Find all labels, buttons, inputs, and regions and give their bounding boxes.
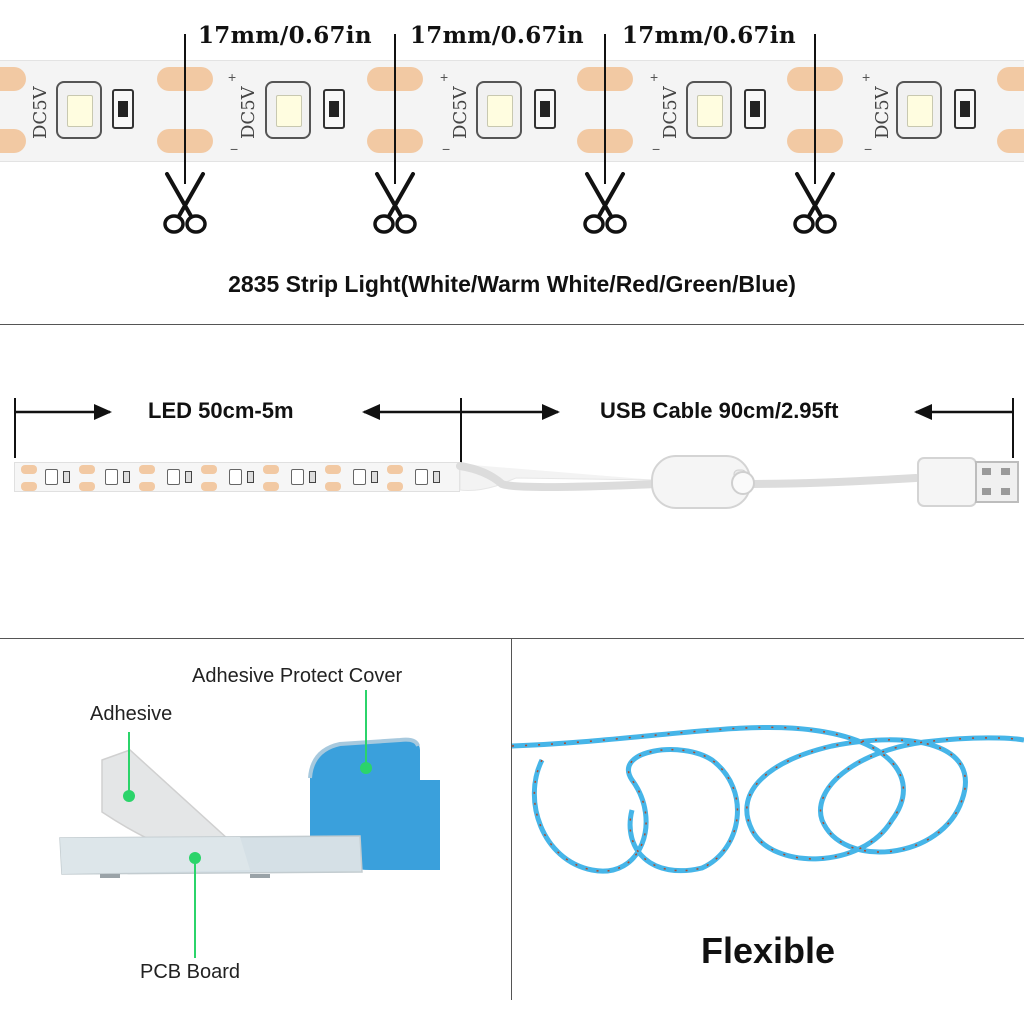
flexible-title: Flexible [700, 930, 836, 971]
scissors-icon [163, 172, 207, 234]
pointer-line [365, 690, 367, 766]
segment-length-label: 17mm/0.67in [622, 22, 796, 49]
voltage-label: DC5V [872, 86, 893, 139]
resistor [744, 89, 766, 129]
scissors-icon [373, 172, 417, 234]
cut-line [814, 34, 816, 184]
minus-sign: − [652, 141, 661, 157]
segment-length-label: 17mm/0.67in [198, 22, 372, 49]
cut-line [184, 34, 186, 184]
minus-sign: − [442, 141, 451, 157]
resistor [112, 89, 134, 129]
arrow-right-icon [462, 404, 560, 420]
led-chip [56, 81, 102, 139]
plus-sign: + [228, 69, 237, 85]
resistor [534, 89, 556, 129]
led-chip [686, 81, 732, 139]
cut-line [394, 34, 396, 184]
scissors-icon [793, 172, 837, 234]
pointer-dot [123, 790, 135, 802]
resistor [954, 89, 976, 129]
plus-sign: + [440, 69, 449, 85]
segment-length-label: 17mm/0.67in [410, 22, 584, 49]
voltage-label: DC5V [450, 86, 471, 139]
dimension-marker [14, 398, 16, 458]
led-chip [896, 81, 942, 139]
plus-sign: + [862, 69, 871, 85]
minus-sign: − [864, 141, 873, 157]
voltage-label: DC5V [238, 86, 259, 139]
coiled-strip-illustration [512, 724, 1024, 874]
led-chip [476, 81, 522, 139]
product-title: 2835 Strip Light(White/Warm White/Red/Gr… [228, 271, 796, 297]
section-divider [0, 638, 1024, 639]
resistor [323, 89, 345, 129]
section-divider [511, 638, 512, 1000]
arrow-right-icon [14, 404, 112, 420]
plus-sign: + [650, 69, 659, 85]
led-strip-closeup: DC5V + DC5V − + DC5V − + DC5V − + DC5V − [0, 60, 1024, 162]
switch-icon [651, 455, 755, 509]
usb-plug-icon [917, 457, 1019, 507]
pointer-dot [360, 762, 372, 774]
pointer-line [128, 732, 130, 792]
led-length-label: LED 50cm-5m [148, 398, 294, 423]
cable-length-label: USB Cable 90cm/2.95ft [600, 398, 839, 423]
voltage-label: DC5V [660, 86, 681, 139]
arrow-left-icon [362, 404, 460, 420]
dimension-marker [1012, 398, 1014, 458]
arrow-left-icon [914, 404, 1012, 420]
led-strip-full [14, 462, 460, 492]
usb-cable [456, 455, 1019, 509]
pcb-board-label: PCB Board [140, 961, 241, 983]
led-chip [265, 81, 311, 139]
scissors-icon [583, 172, 627, 234]
cut-line [604, 34, 606, 184]
section-divider [0, 324, 1024, 325]
dimension-marker [460, 398, 462, 490]
adhesive-cover-label: Adhesive Protect Cover [192, 665, 403, 687]
strip-layers-illustration [59, 737, 440, 878]
adhesive-label: Adhesive [90, 703, 173, 725]
pointer-dot [189, 852, 201, 864]
pointer-line [194, 862, 196, 958]
minus-sign: − [230, 141, 239, 157]
voltage-label: DC5V [30, 86, 51, 139]
